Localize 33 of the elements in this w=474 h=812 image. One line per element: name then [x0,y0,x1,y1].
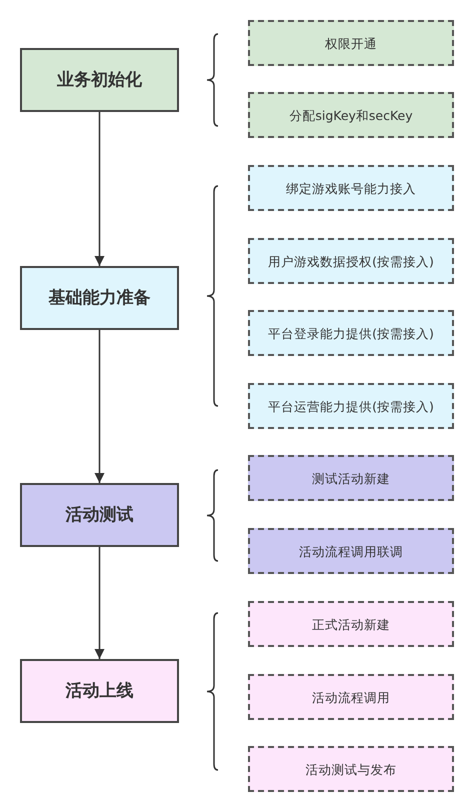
task-label: 权限开通 [325,36,377,50]
stage-box [20,266,179,330]
task-box [248,746,454,792]
stage-label: 活动测试 [66,504,134,526]
stage-label: 业务初始化 [57,70,142,90]
task-label: 活动流程调用联调 [299,544,403,558]
task-box [248,383,454,429]
task-label: 测试活动新建 [312,470,390,486]
task-box [248,20,454,66]
arrow [94,112,104,266]
task-box [248,165,454,211]
task-label: 绑定游戏账号能力接入 [286,180,416,196]
task-box [248,674,454,720]
stage-label: 基础能力准备 [48,288,150,308]
task-label: 用户游戏数据授权(按需接入) [268,254,434,268]
task-label: 平台登录能力提供(按需接入) [268,326,434,340]
task-label: 活动流程调用 [312,690,390,704]
task-label: 分配sigKey和secKey [289,108,413,122]
task-label: 正式活动新建 [312,616,390,632]
task-box [248,92,454,138]
task-label: 活动测试与发布 [306,762,396,776]
task-box [248,310,454,356]
task-label: 平台运营能力提供(按需接入) [268,398,434,414]
task-box [248,528,454,574]
arrow [94,547,104,659]
task-box [248,238,454,284]
task-box [248,455,454,501]
stage-box [20,483,179,547]
task-box [248,601,454,647]
stage-label: 活动上线 [66,680,134,702]
stage-box [20,659,179,723]
arrow [94,330,104,483]
stage-box [20,48,179,112]
